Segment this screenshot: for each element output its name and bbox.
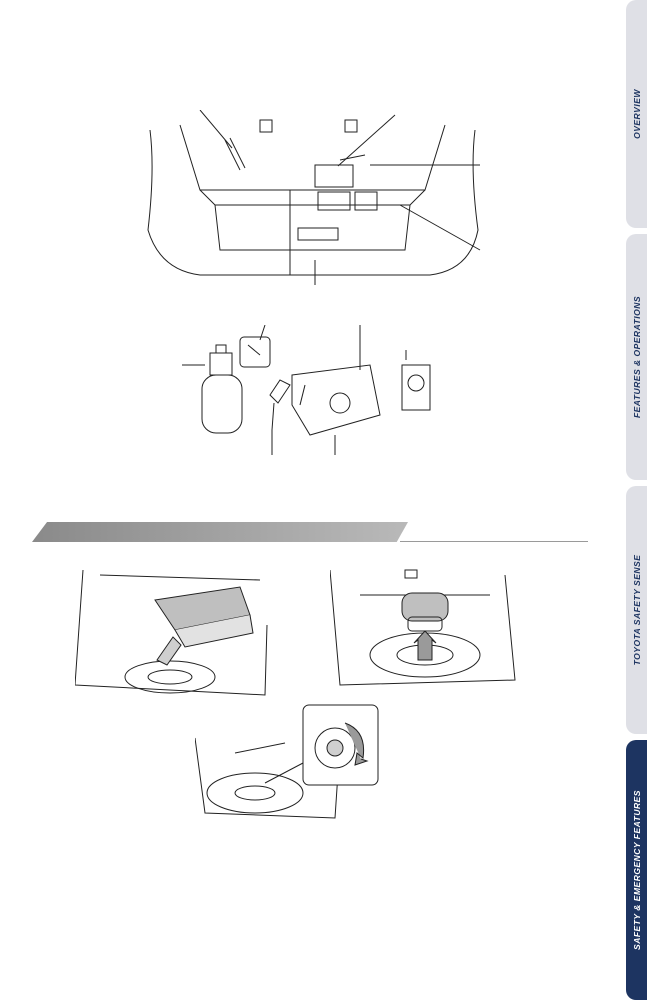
- spare-tire-illustration: [195, 703, 380, 821]
- tab-safety-emergency[interactable]: SAFETY & EMERGENCY FEATURES: [626, 740, 647, 1000]
- tab-safety-emergency-label: SAFETY & EMERGENCY FEATURES: [631, 790, 642, 950]
- section-tabs: OVERVIEW FEATURES & OPERATIONS TOYOTA SA…: [626, 0, 647, 1000]
- repair-kit-illustration: [180, 325, 440, 455]
- tab-features-operations-label: FEATURES & OPERATIONS: [631, 295, 642, 419]
- tab-features-operations[interactable]: FEATURES & OPERATIONS: [626, 234, 647, 480]
- cargo-area-illustration: [140, 110, 485, 290]
- floor-board-illustration: [75, 565, 275, 700]
- tire-holder-illustration: [330, 565, 520, 690]
- tab-overview-label: OVERVIEW: [631, 89, 642, 139]
- tab-toyota-safety-sense[interactable]: TOYOTA SAFETY SENSE: [626, 486, 647, 734]
- section-rule: [400, 541, 588, 542]
- tab-overview[interactable]: OVERVIEW: [626, 0, 647, 228]
- section-banner: [32, 522, 408, 542]
- tab-toyota-safety-sense-label: TOYOTA SAFETY SENSE: [631, 554, 642, 666]
